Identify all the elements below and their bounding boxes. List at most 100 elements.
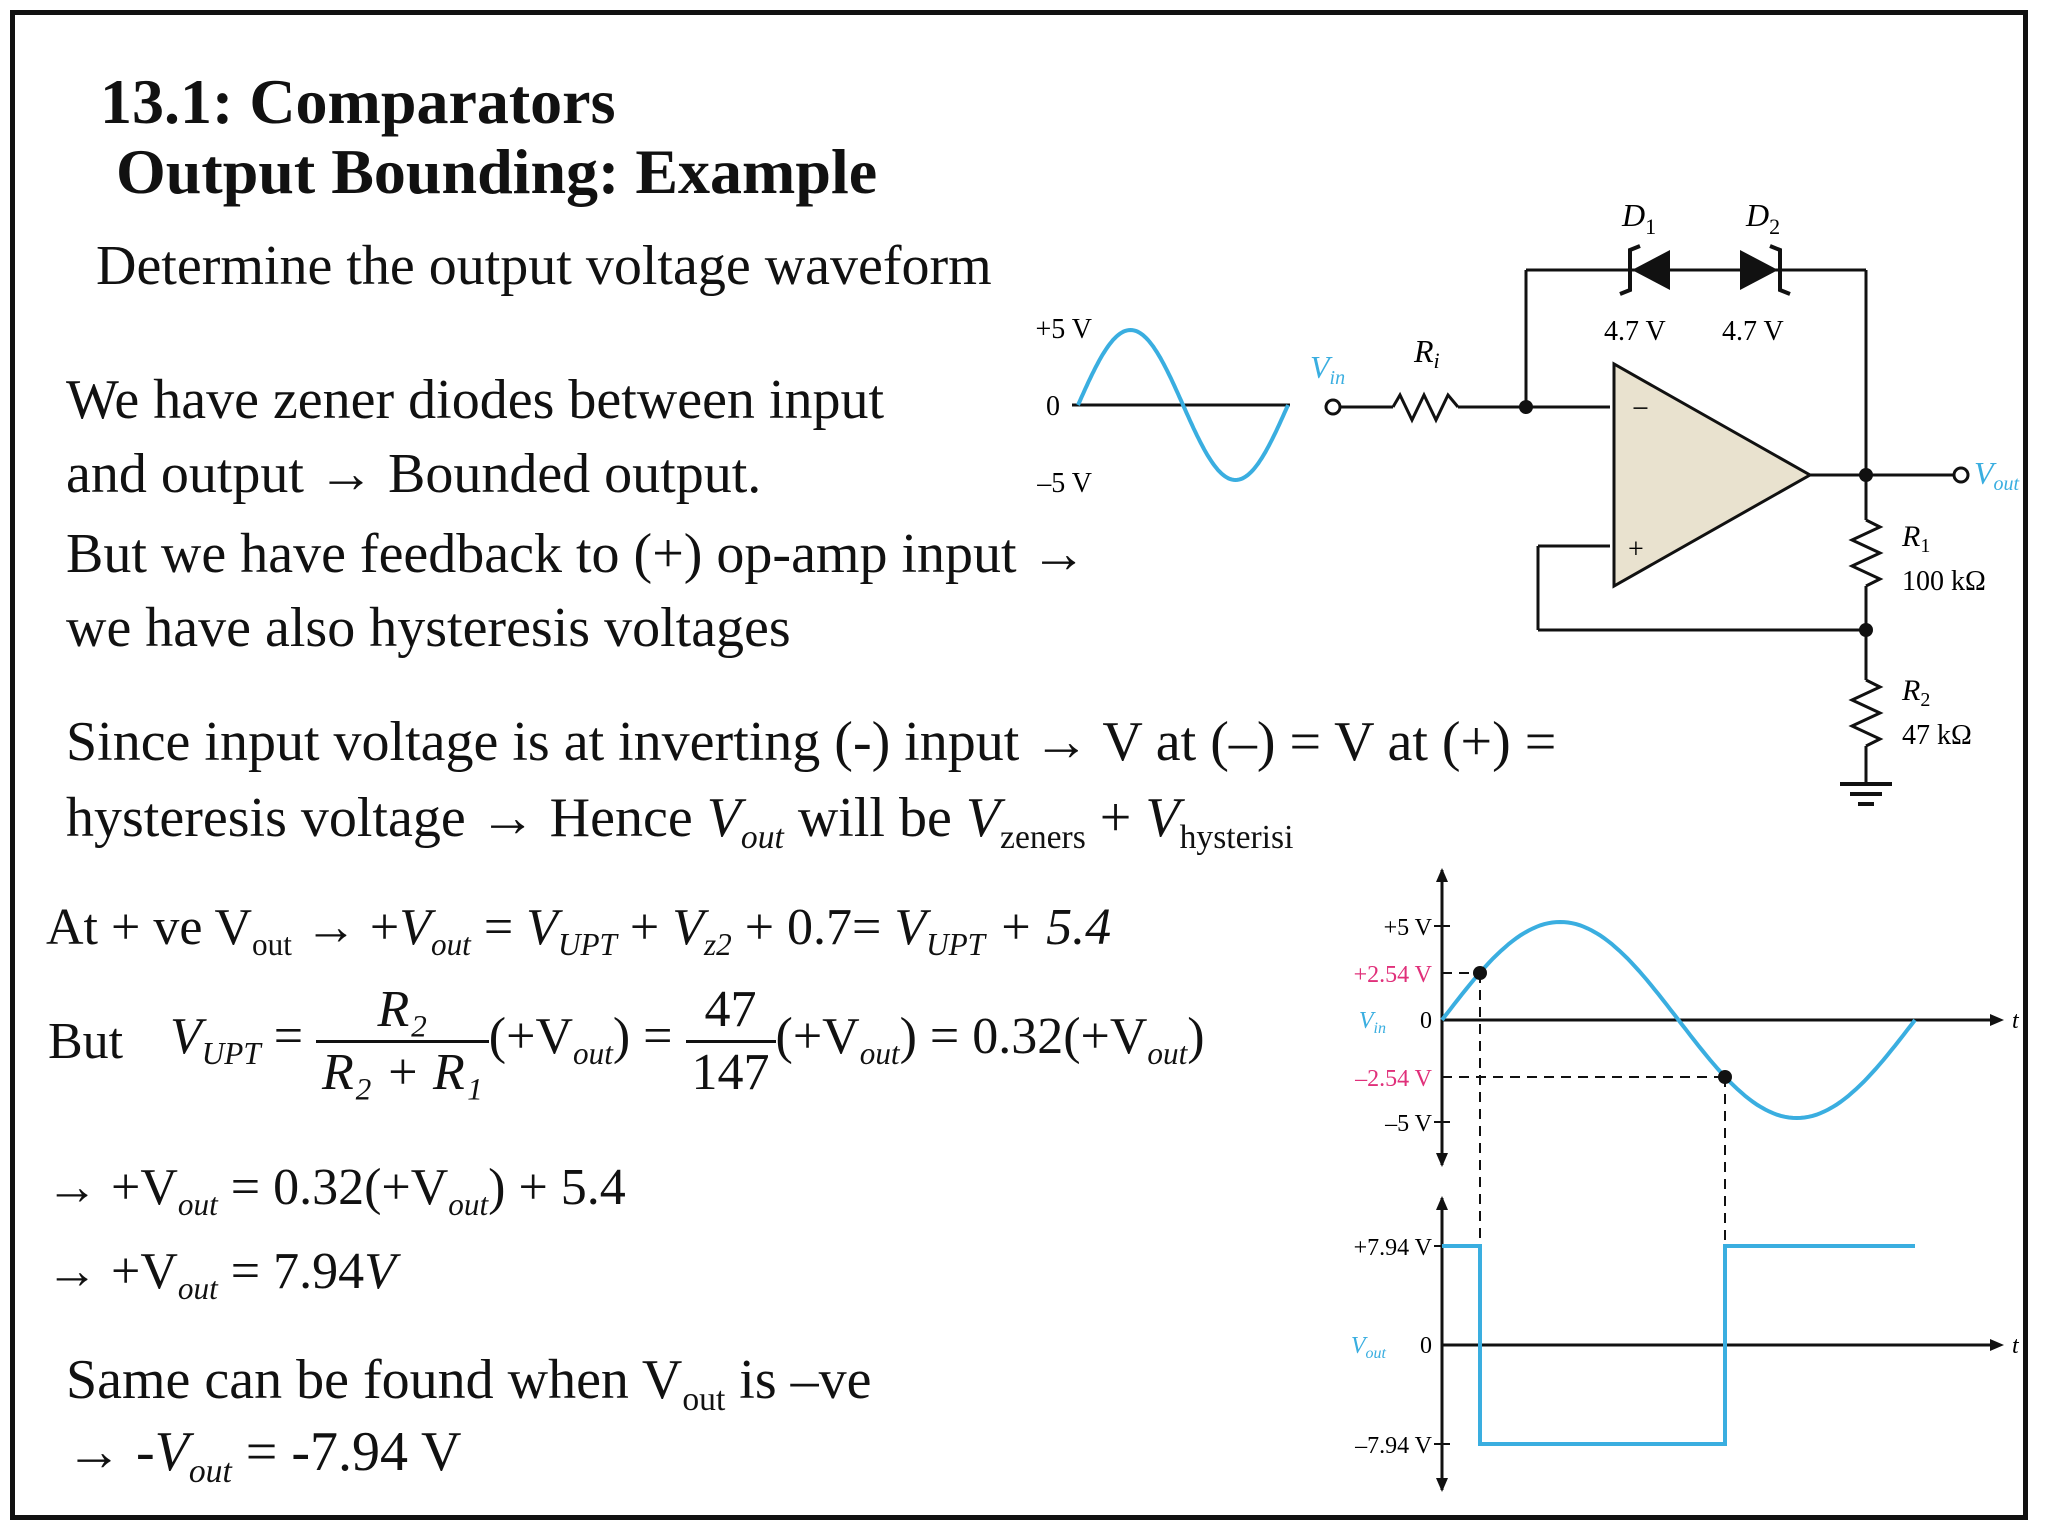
- same-text-b: is –ve: [725, 1349, 872, 1411]
- eq2-equals: =: [260, 1008, 317, 1066]
- eq2-vupt: V: [170, 1008, 202, 1066]
- vin-plot-upt-label: +2.54 V: [1354, 962, 1433, 988]
- negative-case-text: Same can be found when Vout is –ve: [66, 1352, 872, 1416]
- eq2-end: ): [1187, 1008, 1205, 1066]
- eq2-end-sub: out: [1147, 1036, 1188, 1072]
- arrow-right-icon: [1990, 1014, 2004, 1026]
- eq1-vout-sub: out: [430, 926, 471, 962]
- vout-square-wave: [1442, 1244, 1915, 1446]
- d1-label: D1: [1621, 197, 1656, 239]
- neg-text-b: = -7.94 V: [231, 1421, 462, 1483]
- same-text-a: Same can be found when V: [66, 1349, 683, 1411]
- para2-vh-symbol: V: [1145, 787, 1180, 849]
- equation-4: → +Vout = 7.94V: [46, 1243, 396, 1306]
- neg-text-a: → -: [66, 1421, 155, 1483]
- r1-value: 100 kΩ: [1902, 566, 1986, 597]
- vout-plot-high-label: +7.94 V: [1354, 1235, 1433, 1261]
- eq1-vz2-sub: z2: [703, 926, 732, 962]
- eq3-text-b: = 0.32(+V: [217, 1159, 449, 1216]
- eq1-vupt2: V: [894, 899, 927, 956]
- vout-plot-t-label: t: [2012, 1333, 2020, 1359]
- eq1-text-b: → +: [291, 899, 400, 956]
- para2-text-b: will be: [783, 787, 966, 849]
- eq2-frac2-denominator: 147: [691, 1043, 770, 1101]
- vin-label: Vin: [1310, 349, 1345, 389]
- slide-title-line2: Output Bounding: Example: [116, 136, 878, 207]
- eq1-text-d: +: [616, 899, 673, 956]
- slide-title-line1: 13.1: Comparators: [100, 66, 616, 137]
- eq3-text-c: ) + 5.4: [488, 1159, 626, 1216]
- input-source-sine: +5 V 0 –5 V: [1035, 314, 1290, 499]
- eq2-mid2-end: ) = 0.32(+V: [899, 1008, 1148, 1066]
- vout-label: Vout: [1974, 455, 2020, 495]
- vin-plot-zero-label: 0: [1420, 1008, 1432, 1034]
- equation-3: → +Vout = 0.32(+Vout) + 5.4: [46, 1159, 626, 1222]
- eq4-sub-a: out: [177, 1270, 218, 1306]
- eq1-text-a: At + ve V: [46, 899, 253, 956]
- arrow-down-icon: [1436, 1153, 1448, 1167]
- source-zero-label: 0: [1046, 391, 1060, 422]
- circuit-wires: [1340, 268, 1954, 782]
- r2-value: 47 kΩ: [1902, 720, 1972, 751]
- vout-plot-low-label: –7.94 V: [1354, 1433, 1433, 1459]
- equation-2-label: But: [48, 1013, 124, 1070]
- para2-vz-sub: zeners: [1000, 818, 1086, 856]
- vout-plot-axis-name: Vout: [1351, 1333, 1387, 1362]
- vin-plot-t-label: t: [2012, 1008, 2020, 1034]
- eq3-sub-b: out: [448, 1186, 489, 1222]
- eq4-text-b: = 7.94: [217, 1243, 365, 1300]
- eq1-vupt: V: [526, 899, 558, 956]
- vin-plot-ltp-label: –2.54 V: [1354, 1066, 1433, 1092]
- para2-vz-symbol: V: [965, 787, 1001, 849]
- ltp-point: [1718, 1070, 1732, 1084]
- opamp-inverting-label: −: [1632, 392, 1649, 425]
- vin-sine-wave: [1440, 919, 1917, 1121]
- eq2-frac1-numerator: R₂: [316, 980, 489, 1043]
- task-text: Determine the output voltage waveform: [96, 235, 992, 297]
- eq2-mid2: (+V: [775, 1008, 860, 1066]
- para1-line2: and output → Bounded output.: [66, 443, 762, 505]
- slide-frame: [10, 10, 2028, 1520]
- eq1-vz2: V: [672, 899, 704, 956]
- resistor-r1: [1848, 518, 1884, 588]
- ground-icon: [1840, 782, 1892, 806]
- vout-waveform-plot: +7.94 V Vout 0 –7.94 V t: [1351, 1196, 2020, 1492]
- para1-line1: We have zener diodes between input: [66, 369, 885, 431]
- eq2-mid2-sub: out: [859, 1036, 900, 1072]
- para2-vout-sub: out: [740, 818, 784, 856]
- arrow-right-icon: [1990, 1339, 2004, 1351]
- eq1-vupt-sub: UPT: [557, 926, 617, 962]
- eq2-frac2-numerator: 47: [685, 980, 776, 1043]
- eq2-vupt-sub: UPT: [201, 1036, 261, 1072]
- vout-plot-zero-label: 0: [1420, 1333, 1432, 1359]
- vin-terminal: [1324, 398, 1342, 416]
- vout-terminal: [1952, 466, 1970, 484]
- equation-1: At + ve Vout → +Vout = VUPT + Vz2 + 0.7=…: [46, 899, 1111, 962]
- source-sine-wave: [1076, 327, 1290, 483]
- eq3-text-a: → +V: [46, 1159, 178, 1216]
- para2-line2: hysteresis voltage → Hence Vout will be …: [66, 790, 1293, 854]
- eq2-mid1: (+V: [488, 1008, 573, 1066]
- para2-text-a: hysteresis voltage → Hence: [66, 787, 707, 849]
- arrow-down-icon: [1436, 1478, 1448, 1492]
- zener2-rating: 4.7 V: [1722, 316, 1784, 347]
- eq1-sub-a: out: [252, 926, 292, 962]
- eq2-mid1-end: ) =: [612, 1008, 686, 1066]
- arrow-up-icon: [1436, 868, 1448, 882]
- eq2-mid1-sub: out: [573, 1036, 613, 1072]
- para1-line4: we have also hysteresis voltages: [66, 597, 791, 659]
- eq4-text-a: → +V: [46, 1243, 178, 1300]
- upt-point: [1473, 966, 1487, 980]
- resistor-r2: [1848, 678, 1884, 748]
- eq1-text-c: =: [470, 899, 527, 956]
- junction-dot: [1859, 623, 1873, 637]
- vin-plot-neg-label: –5 V: [1384, 1111, 1433, 1137]
- ri-label: Ri: [1413, 333, 1440, 373]
- vin-plot-axis-name: Vin: [1359, 1008, 1386, 1037]
- eq1-text-e: + 0.7=: [731, 899, 895, 956]
- same-sub: out: [682, 1380, 726, 1418]
- neg-vout-sub: out: [188, 1452, 232, 1490]
